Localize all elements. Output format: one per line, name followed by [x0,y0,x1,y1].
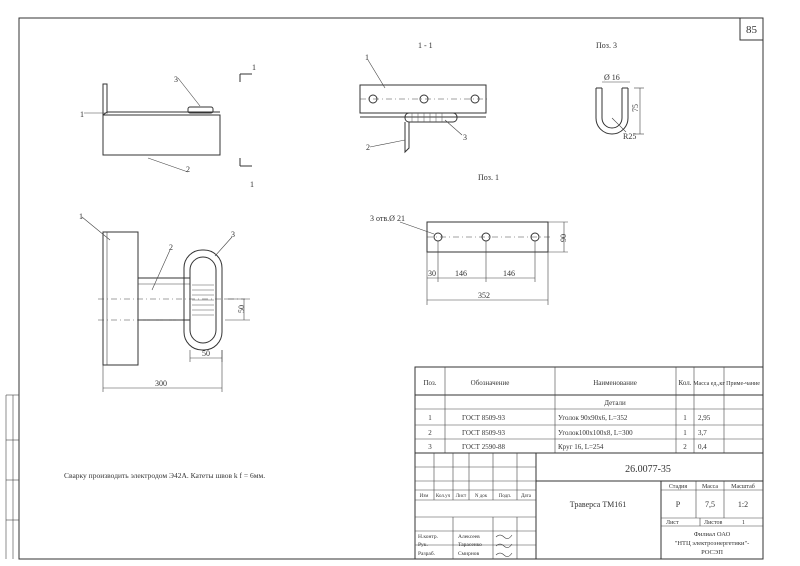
drawing-code: 26.0077-35 [625,464,671,475]
pos1-detail [399,221,568,305]
revision-column-labels: Изм Кол.уч Лист N док Подп. Дата [420,494,532,499]
sheet-label: Лист [666,520,679,526]
dim-30: 30 [428,269,436,278]
dim-holes: 3 отв.Ø 21 [370,214,405,223]
svg-text:2: 2 [683,443,687,451]
sheet-frame [18,17,764,560]
dim-146-first: 146 [455,269,467,278]
signature-mark-1 [495,534,513,539]
svg-text:Уголок100х100х8, L=300: Уголок100х100х8, L=300 [558,429,633,437]
dim-plan-50-horizontal: 50 [202,349,210,358]
dim-pos3-diameter: Ø 16 [604,73,620,82]
callout-2-section: 2 [366,143,370,152]
mass-label: Масса [702,484,718,490]
callout-2-plan: 2 [169,243,173,252]
specification-table [414,366,764,454]
dim-pos3-radius: R25 [623,132,636,141]
org-line-1: Филиал ОАО [694,531,731,538]
callout-2-side: 2 [186,165,190,174]
callout-1-plan: 1 [79,212,83,221]
side-view [84,73,252,173]
scale-value: 1:2 [738,500,748,509]
spec-header-note: Приме-чание [726,381,760,387]
svg-text:0,4: 0,4 [698,443,707,451]
spec-row-2: 2 ГОСТ 8509-93 Уголок100х100х8, L=300 1 … [428,429,707,437]
svg-text:2,95: 2,95 [698,414,711,422]
plan-view [81,216,250,392]
svg-text:Алексеев: Алексеев [458,534,480,540]
svg-text:Тарасенко: Тарасенко [458,542,482,548]
stage-value: Р [676,500,681,509]
welding-note: Сварку производить электродом Э42А. Кате… [64,471,265,480]
callout-1-side: 1 [80,110,84,119]
org-line-3: РОСЭП [701,549,723,556]
svg-text:ГОСТ 8509-93: ГОСТ 8509-93 [462,414,506,422]
callout-3-plan: 3 [231,230,235,239]
svg-text:Рук.: Рук. [418,542,428,548]
svg-text:N док: N док [475,494,488,499]
pos3-title: Поз. 3 [596,41,617,50]
svg-text:3: 3 [428,443,432,451]
svg-text:3,7: 3,7 [698,429,707,437]
svg-text:1: 1 [683,414,687,422]
section-1-1-view [359,59,488,154]
svg-text:Подп.: Подп. [499,494,511,499]
callout-3-section: 3 [463,133,467,142]
svg-text:Н.контр.: Н.контр. [418,534,439,540]
spec-header-designation: Обозначение [471,379,510,387]
sheet-number-box [739,17,764,41]
sheets-value: 1 [742,520,745,526]
dim-pos3-height: 75 [631,104,640,112]
pos3-detail [595,81,644,135]
mass-value: 7,5 [705,500,715,509]
stage-label: Стадия [669,484,688,490]
spec-header-pos: Поз. [423,379,436,387]
callout-3-side: 3 [174,75,178,84]
sheets-label: Листов [704,520,722,526]
org-line-2: "НТЦ электроэнергетики"- [675,540,750,547]
spec-header-qty: Кол. [679,379,692,387]
svg-text:Уголок 90х90х6, L=352: Уголок 90х90х6, L=352 [558,414,628,422]
spec-row-3: 3 ГОСТ 2590-88 Круг 16, L=254 2 0,4 [428,443,707,451]
dim-300: 300 [155,379,167,388]
svg-text:Смирнов: Смирнов [458,551,480,557]
svg-text:Дата: Дата [521,494,532,499]
callout-1-section: 1 [365,53,369,62]
dim-pos1-height: 90 [559,234,568,242]
svg-text:1: 1 [428,414,432,422]
drawing-title: Траверса ТМ161 [570,500,627,509]
dim-plan-50-vertical: 50 [237,305,246,313]
svg-text:ГОСТ 2590-88: ГОСТ 2590-88 [462,443,506,451]
dim-146-second: 146 [503,269,515,278]
title-block [414,452,764,560]
svg-text:1: 1 [683,429,687,437]
sheet-number: 85 [746,24,758,36]
svg-text:Разраб.: Разраб. [418,550,436,557]
svg-text:ГОСТ 8509-93: ГОСТ 8509-93 [462,429,506,437]
cut-mark-bottom: 1 [250,180,254,189]
pos1-title: Поз. 1 [478,173,499,182]
svg-text:Лист: Лист [456,494,467,499]
spec-header-name: Наименование [593,379,637,387]
dim-352: 352 [478,291,490,300]
scale-label: Масштаб [731,483,755,490]
spec-header-mass: Масса ед.,кг [693,381,725,387]
spec-row-1: 1 ГОСТ 8509-93 Уголок 90х90х6, L=352 1 2… [428,414,711,422]
left-margin-strip [5,394,19,559]
svg-text:Кол.уч: Кол.уч [436,494,451,499]
cut-mark-top: 1 [252,63,256,72]
svg-text:Круг 16, L=254: Круг 16, L=254 [558,443,604,451]
signature-mark-3 [495,552,513,557]
svg-text:Изм: Изм [420,494,430,499]
signature-rows: Н.контр. Алексеев Рук. Тарасенко Разраб.… [418,534,513,557]
spec-section-title: Детали [604,399,626,407]
section-1-1-title: 1 - 1 [418,41,433,50]
svg-text:2: 2 [428,429,432,437]
signature-mark-2 [495,543,513,548]
